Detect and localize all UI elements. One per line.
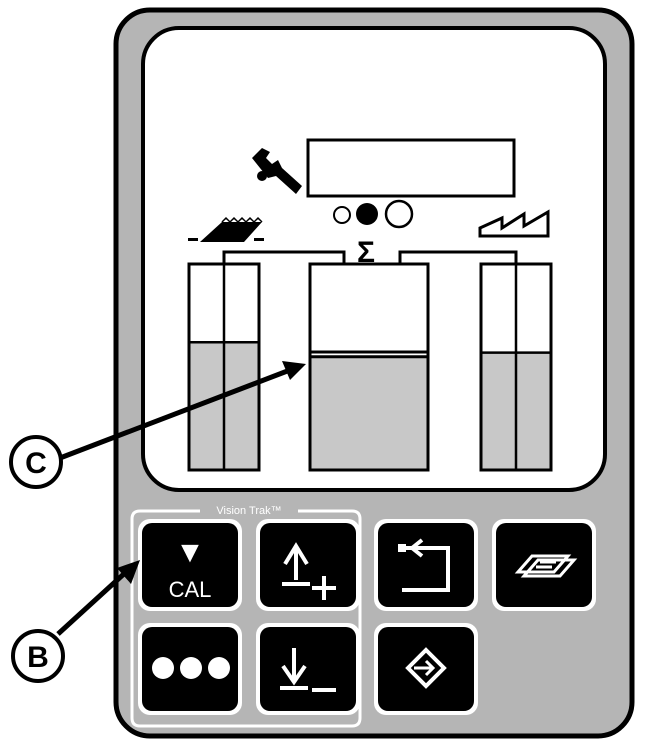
sawtooth-icon — [478, 209, 550, 238]
enter-button[interactable] — [374, 623, 478, 715]
wrench-icon — [252, 148, 302, 194]
ground-speed-icon — [188, 216, 264, 242]
callout-b-label: B — [27, 641, 49, 674]
down-minus-button[interactable] — [256, 623, 360, 715]
center-bar-graph — [308, 262, 430, 472]
callout-b: B — [11, 560, 140, 683]
vision-trak-label: Vision Trak™ — [216, 505, 281, 517]
up-plus-button[interactable] — [256, 519, 360, 611]
arrow-up-plus-icon — [282, 542, 336, 600]
sigma-symbol: Σ — [357, 236, 375, 269]
right-connector — [398, 250, 518, 264]
indicator-large-hollow-circle — [384, 199, 414, 229]
cal-button[interactable]: ▼ CAL — [138, 519, 242, 611]
vision-trak-group-outline — [130, 509, 362, 728]
book-button[interactable] — [492, 519, 596, 611]
diamond-enter-icon — [405, 647, 447, 689]
right-bar-graph — [479, 262, 553, 472]
dots-button[interactable] — [138, 623, 242, 715]
indicator-filled-circle — [356, 203, 378, 225]
return-button[interactable] — [374, 519, 478, 611]
callout-c: C — [9, 361, 306, 489]
arrow-down-minus-icon — [280, 648, 336, 692]
callout-c-label: C — [25, 447, 47, 480]
left-connector — [222, 250, 346, 264]
three-dots-icon — [152, 657, 230, 679]
message-window — [306, 138, 516, 198]
return-arrow-icon — [398, 538, 450, 592]
cal-button-label: CAL — [169, 577, 212, 602]
cal-down-arrow-icon: ▼ — [175, 536, 205, 569]
book-icon — [514, 554, 578, 578]
center-bar-fill — [310, 356, 428, 470]
left-bar-graph — [187, 262, 261, 472]
indicator-small-hollow-circle — [333, 206, 351, 224]
